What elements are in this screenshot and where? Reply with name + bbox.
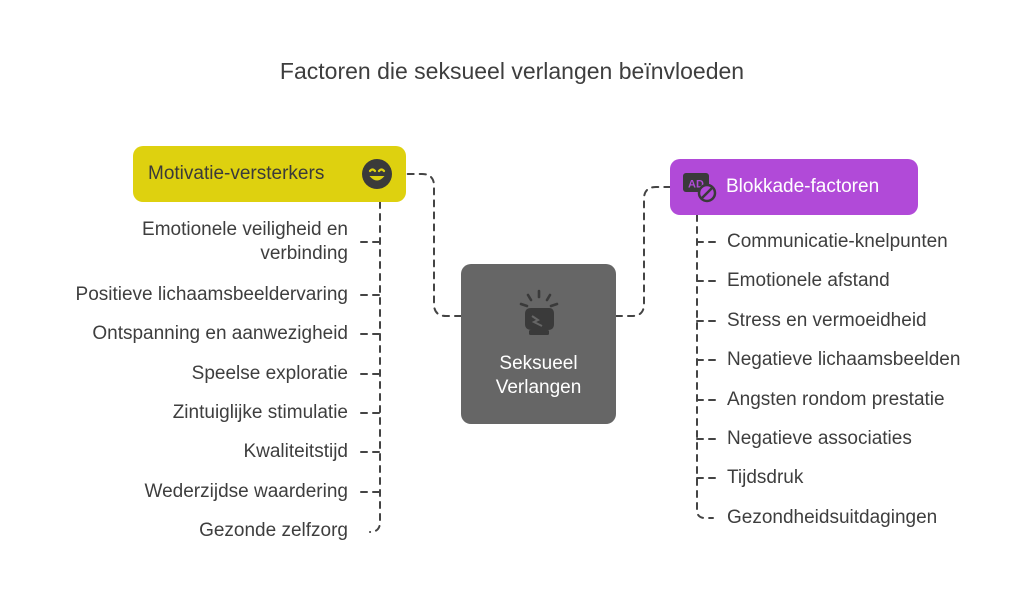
blockade-item: Stress en vermoeidheid — [727, 310, 927, 331]
motivation-boosters-box: Motivatie-versterkers — [133, 146, 406, 202]
central-node: Seksueel Verlangen — [461, 264, 616, 424]
blockade-item: Emotionele afstand — [727, 270, 890, 291]
booster-item: Ontspanning en aanwezigheid — [92, 323, 348, 344]
smiley-face-icon — [362, 159, 392, 189]
fist-burst-icon — [519, 289, 559, 335]
blockade-item: Gezondheidsuitdagingen — [727, 507, 938, 528]
blockade-item: Negatieve lichaamsbeelden — [727, 349, 961, 370]
blockade-factors-label: Blokkade-factoren — [726, 176, 880, 197]
booster-item: Speelse exploratie — [191, 363, 348, 384]
motivation-boosters-label: Motivatie-versterkers — [148, 163, 325, 184]
connector-center-left — [405, 173, 462, 317]
booster-item: Emotionele veiligheid en verbinding — [142, 219, 348, 264]
connector-center-right — [615, 186, 671, 317]
blockade-item: Negatieve associaties — [727, 428, 912, 449]
right-spine — [696, 214, 714, 519]
blockade-item: Tijdsdruk — [727, 467, 804, 488]
diagram-title: Factoren die seksueel verlangen beïnvloe… — [279, 58, 745, 84]
booster-item: Gezonde zelfzorg — [199, 520, 348, 541]
blockade-factors-box: AD Blokkade-factoren — [670, 159, 918, 215]
blockade-item: Communicatie-knelpunten — [727, 231, 948, 252]
blocked-ad-icon: AD — [683, 173, 717, 203]
booster-item: Wederzijdse waardering — [144, 481, 348, 502]
booster-item: Kwaliteitstijd — [243, 441, 348, 462]
left-spine — [369, 201, 381, 533]
central-node-label: Seksueel Verlangen — [495, 353, 582, 398]
booster-item: Positieve lichaamsbeeldervaring — [75, 284, 348, 305]
booster-item: Zintuiglijke stimulatie — [172, 402, 348, 423]
blockade-item: Angsten rondom prestatie — [727, 389, 945, 410]
